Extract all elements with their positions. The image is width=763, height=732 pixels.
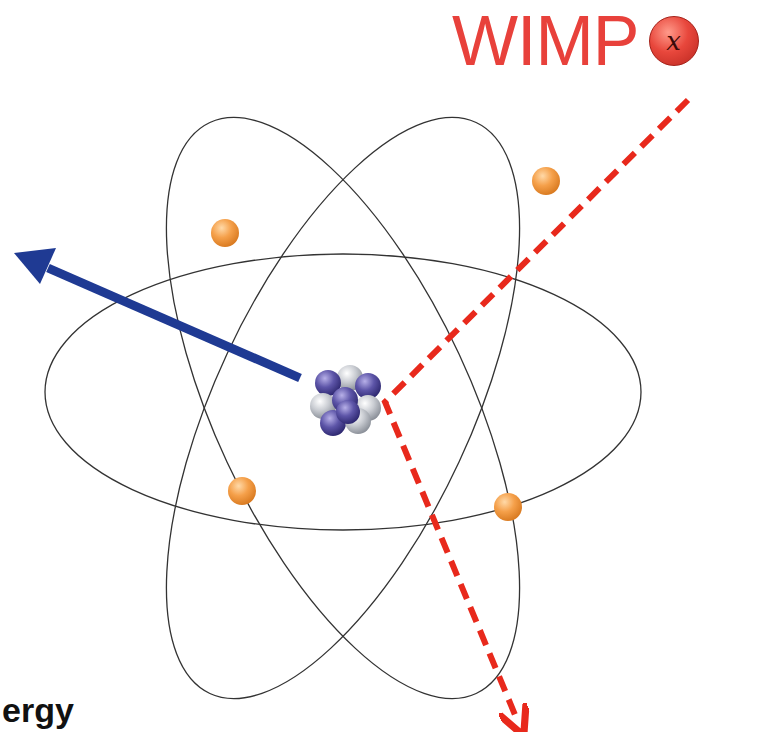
particle-circle: x bbox=[649, 16, 699, 66]
wimp-particle: WIMP x bbox=[452, 6, 699, 76]
recoil-arrowhead bbox=[14, 248, 56, 284]
orbit-lines bbox=[45, 68, 641, 732]
recoil-arrow bbox=[48, 268, 300, 378]
caption-fragment: ergy bbox=[2, 691, 74, 730]
particle-symbol: x bbox=[666, 28, 681, 54]
electrons bbox=[211, 167, 560, 521]
nucleus bbox=[310, 365, 381, 436]
particle-name: WIMP bbox=[452, 6, 639, 76]
wimp-path bbox=[385, 100, 688, 722]
